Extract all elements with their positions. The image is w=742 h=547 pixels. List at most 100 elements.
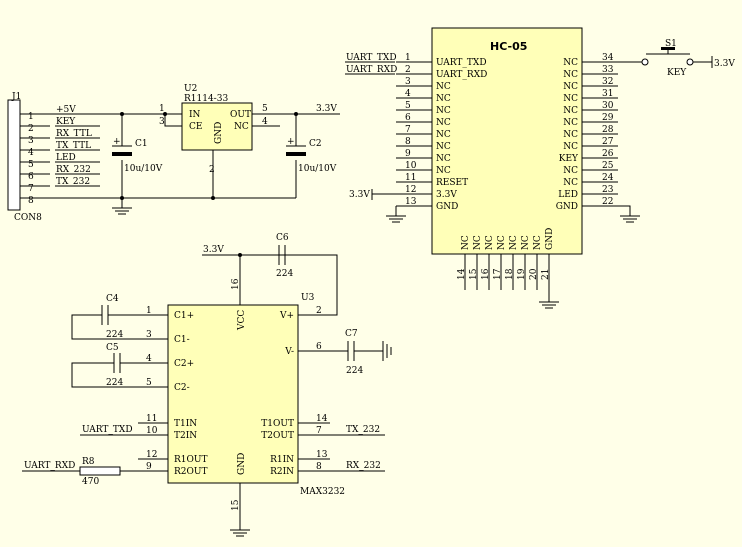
u3-value: MAX3232: [300, 487, 345, 497]
net-label-key: KEY: [56, 117, 76, 127]
hc05-bottom-pin-num: 21: [541, 269, 551, 280]
u3-left-pin-label: C1+: [174, 311, 194, 321]
u3-right-pin-label: V-: [284, 347, 294, 357]
hc05-supply-label: 3.3V: [349, 190, 370, 200]
hc05-right-pin-label: NC: [563, 178, 578, 188]
c4-value: 224: [106, 330, 123, 340]
u3-pin-gnd: GND: [237, 453, 247, 475]
c6-ref: C6: [276, 233, 289, 243]
hc05-left-pin-num: 2: [405, 65, 411, 75]
u3-right-pin-num: 13: [316, 450, 328, 460]
u3-right-pin-num: 6: [316, 342, 322, 352]
u2-body: [181, 102, 253, 151]
u3-right-pin-num: 2: [316, 306, 322, 316]
c2-plate-icon: [286, 152, 306, 156]
c1-ref: C1: [135, 139, 148, 149]
u3-left-pin-label: R1OUT: [174, 455, 207, 465]
net-label-5v: +5V: [56, 105, 76, 115]
hc05-right-pin-label: NC: [563, 82, 578, 92]
hc05-left-pin-label: NC: [436, 82, 451, 92]
u2-num-ce: 3: [159, 117, 165, 127]
u3-right-pin-num: 7: [316, 426, 322, 436]
hc05-bottom-pin-num: 14: [457, 268, 467, 280]
u3-left-pin-label: T2IN: [174, 431, 197, 441]
c7-ref: C7: [345, 329, 358, 339]
u3-right-pin-label: T1OUT: [261, 419, 294, 429]
u3-net-rx232: RX_232: [346, 461, 381, 471]
s1-ref: S1: [665, 39, 677, 49]
hc05-ref: HC-05: [490, 40, 527, 53]
capacitor-c7: C7 224: [345, 329, 383, 376]
hc05-body: [431, 27, 583, 255]
hc05-bottom-pin-label: NC: [461, 235, 471, 250]
u3-left-pin-num: 4: [146, 354, 152, 364]
hc05-right-pin-num: 28: [602, 125, 614, 135]
j1-pin-5: 5: [28, 160, 34, 170]
hc05-right-pin-num: 30: [602, 101, 614, 111]
u2-num-in: 1: [159, 104, 165, 114]
hc05-left-pin-num: 13: [405, 197, 417, 207]
u3-net-tx232: TX_232: [346, 425, 380, 435]
hc05-left-pin-label: NC: [436, 118, 451, 128]
hc05-left-pin-num: 3: [405, 77, 411, 87]
c1-plus-sign: +: [113, 137, 121, 147]
hc05-left-pin-label: NC: [436, 130, 451, 140]
hc05-bottom-pin-num: 17: [493, 268, 503, 280]
hc05-left-pin-label: NC: [436, 166, 451, 176]
net-label-led: LED: [56, 153, 76, 163]
hc05-right-pin-num: 33: [602, 65, 614, 75]
hc05-left-pin-num: 1: [405, 53, 411, 63]
u3-body: [167, 304, 299, 484]
u3-left-pin-num: 10: [146, 426, 158, 436]
u3-right-pin-label: V+: [279, 311, 294, 321]
hc05-right-pin-label: NC: [563, 166, 578, 176]
hc05-right-pin-num: 26: [602, 149, 614, 159]
ground-icon: [386, 206, 406, 223]
hc05-right-pin-label: NC: [563, 142, 578, 152]
u3-left-pin-label: C2-: [174, 383, 190, 393]
hc05-bottom-pin-num: 19: [517, 268, 527, 280]
hc05-right-pins: 34NC33NC32NC31NC30NC29NC28NC27NC26KEY25N…: [556, 53, 618, 212]
u3-left-pin-num: 12: [146, 450, 157, 460]
capacitor-c4: C4 224: [71, 294, 138, 340]
switch-button-icon: [661, 47, 675, 50]
j1-ref: J1: [11, 92, 21, 102]
j1-pin-1: 1: [28, 112, 34, 122]
u3-net-uart-txd: UART_TXD: [82, 425, 133, 435]
hc05-right-pin-num: 25: [602, 161, 614, 171]
c4-ref: C4: [106, 294, 119, 304]
hc05-left-pin-num: 5: [405, 101, 411, 111]
hc05-right-pin-label: NC: [563, 58, 578, 68]
hc05-right-pin-label: NC: [563, 118, 578, 128]
hc05-left-pin-num: 6: [405, 113, 411, 123]
j1-pins: 1 2 3 4 5 6 7 8: [20, 112, 50, 206]
ground-icon: [539, 278, 559, 309]
hc05-left-pin-num: 4: [405, 89, 411, 99]
u2-ref: U2: [184, 84, 197, 94]
hc05-left-pin-num: 10: [405, 161, 417, 171]
c6-value: 224: [276, 269, 293, 279]
hc05-right-pin-num: 27: [602, 137, 614, 147]
hc05-left-pin-label: 3.3V: [436, 190, 457, 200]
u2-num-out: 5: [262, 104, 268, 114]
u3-left-pin-label: T1IN: [174, 419, 197, 429]
hc05-right-pin-num: 23: [602, 185, 614, 195]
u3-left-pin-label: R2OUT: [174, 467, 207, 477]
net-label-rx-232: RX_232: [56, 165, 91, 175]
c1-plate-icon: [112, 152, 132, 156]
u2-pin-in: IN: [189, 110, 201, 120]
hc05-right-pin-num: 24: [602, 173, 614, 183]
power-rails-top: [50, 112, 297, 200]
capacitor-c5: C5 224: [71, 343, 138, 388]
hc05-bottom-pin-label: GND: [545, 228, 555, 250]
hc05-right-pin-num: 31: [602, 89, 613, 99]
u2-pin-out: OUT: [230, 110, 251, 120]
u3-supply: 3.3V: [203, 245, 224, 255]
hc05-left-pin-label: RESET: [436, 178, 468, 188]
hc05-net-uart-rxd: UART_RXD: [346, 65, 397, 75]
